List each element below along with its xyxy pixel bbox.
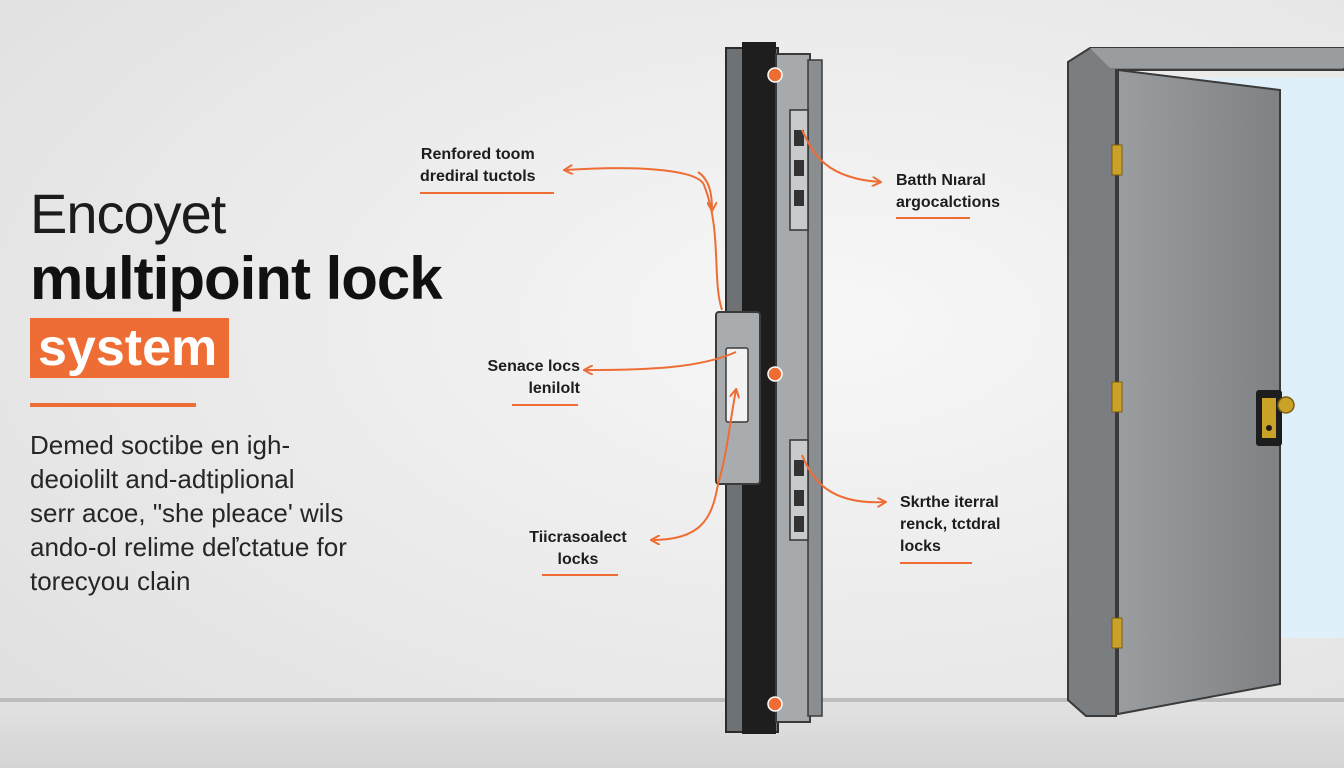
callout-underline: [896, 217, 970, 219]
callout-arrow: [565, 168, 723, 311]
callout-underline: [512, 404, 578, 406]
headline-underline: [30, 403, 196, 407]
callout-underline: [542, 574, 618, 576]
callout-top-right: Batth Nıaral argocalctions: [896, 170, 1000, 214]
callout-bottom-left: Tiicrasoalect locks: [516, 527, 640, 571]
callout-underline: [900, 562, 972, 564]
callout-arrow: [697, 171, 712, 210]
callout-mid-left: Senace locs lenilolt: [470, 356, 581, 400]
callout-underline: [420, 192, 554, 194]
callout-arrow: [652, 483, 719, 540]
lock-strip: [715, 42, 823, 734]
description-line: ando-ol relime deľctatue for: [30, 532, 347, 562]
callout-text: renck, tctdral: [900, 516, 1001, 533]
callout-text: locks: [557, 551, 599, 568]
description-line: torecyou clain: [30, 566, 191, 596]
headline-line1: Encoyet: [30, 182, 226, 245]
callout-text: Batth Nıaral: [896, 172, 986, 189]
callout-text: Renfored toom: [420, 146, 535, 163]
description-line: serr acoe, "she pleace' wils: [30, 498, 344, 528]
callout-arrow: [585, 351, 737, 370]
callout-arrow: [801, 454, 885, 502]
door-illustration-right: [1067, 47, 1344, 717]
callout-arrow: [717, 390, 736, 485]
callout-arrow: [801, 129, 880, 182]
callout-text: Tiicrasoalect: [529, 529, 627, 546]
callout-bottom-right: Skrthe iterral renck, tctdral locks: [900, 492, 1000, 558]
headline-highlight: system: [30, 318, 230, 378]
description-line: Demed soctibe en igh-: [30, 430, 291, 460]
description: Demed soctibe en igh- deoiolilt and-adti…: [30, 428, 420, 598]
headline-line2: multipoint lock: [30, 245, 443, 312]
callout-text: drediral tuctols: [420, 168, 536, 185]
callout-text: locks: [900, 538, 941, 555]
floor-baseboard: [0, 698, 1344, 702]
callout-text: argocalctions: [896, 194, 1001, 211]
callout-text: Senace locs: [487, 358, 581, 375]
callout-top-left: Renfored toom drediral tuctols: [420, 144, 536, 188]
callout-text: Skrthe iterral: [900, 494, 999, 511]
description-line: deoiolilt and-adtiplional: [30, 464, 295, 494]
callout-text: lenilolt: [528, 380, 580, 397]
